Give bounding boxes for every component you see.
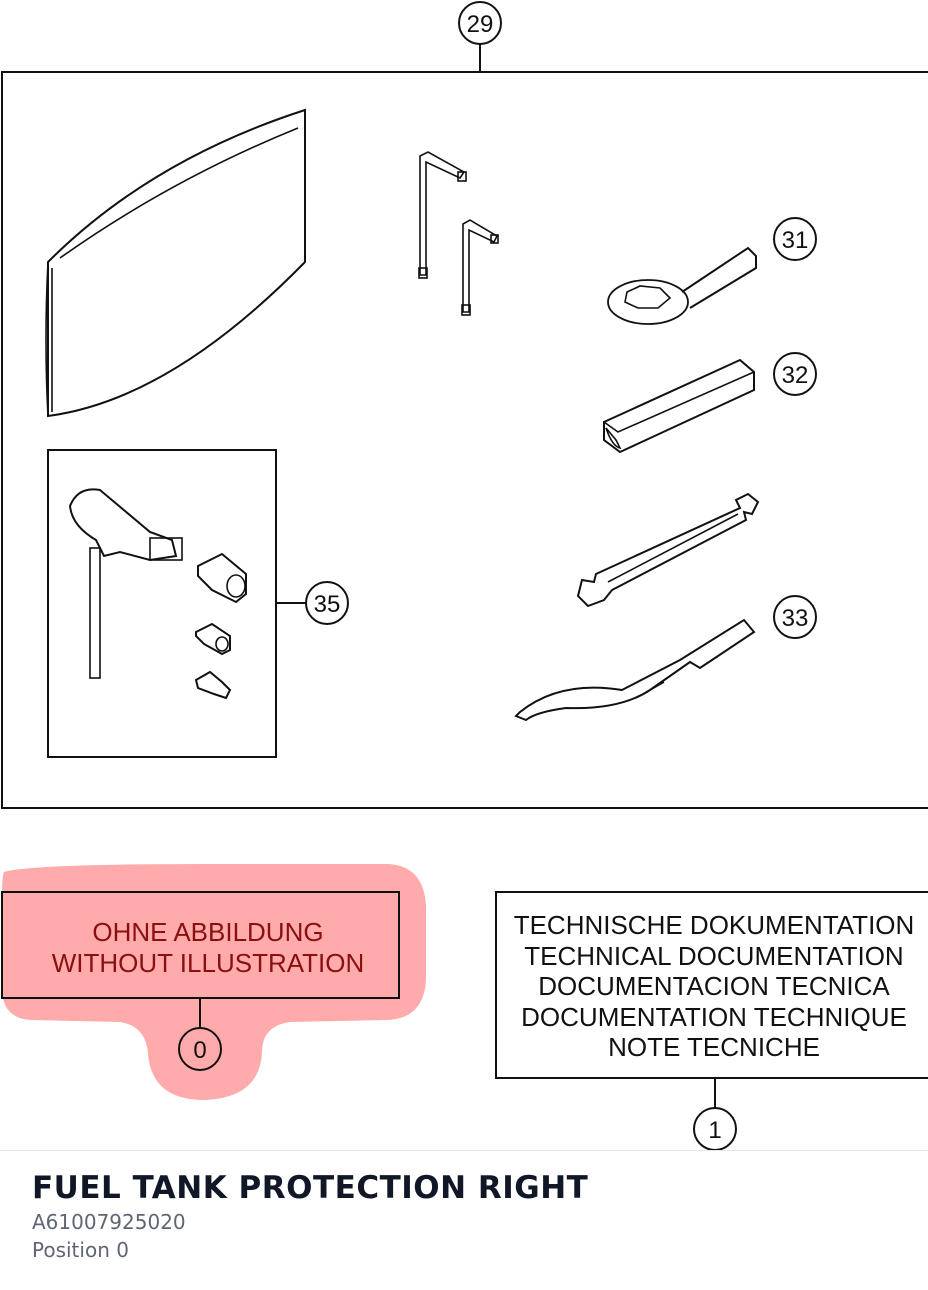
part-number: A61007925020 xyxy=(32,1210,186,1234)
callout-35[interactable]: 35 xyxy=(305,581,349,625)
svg-text:0: 0 xyxy=(193,1037,206,1064)
tool-bag-illustration xyxy=(45,108,306,418)
svg-text:29: 29 xyxy=(467,11,494,38)
parts-diagram: 29 31 32 xyxy=(1,1,928,1150)
t-handle-driver-illustration xyxy=(68,488,183,679)
part-position: Position 0 xyxy=(32,1238,129,1262)
ring-spanner-illustration xyxy=(607,246,757,325)
part-title: FUEL TANK PROTECTION RIGHT xyxy=(32,1170,589,1206)
documentation-line-5: NOTE TECNICHE xyxy=(608,1032,820,1062)
callout-29[interactable]: 29 xyxy=(458,1,502,45)
highlight-blob xyxy=(2,864,426,1100)
bit-sockets-illustration xyxy=(194,552,247,700)
divider xyxy=(0,1150,928,1151)
svg-text:33: 33 xyxy=(782,605,809,632)
documentation-line-2: TECHNICAL DOCUMENTATION xyxy=(524,941,903,971)
tool-kit-frame xyxy=(1,71,928,809)
bar-tool-illustration xyxy=(603,358,755,454)
svg-text:35: 35 xyxy=(314,591,341,618)
without-illustration-group[interactable]: OHNE ABBILDUNG WITHOUT ILLUSTRATION 0 xyxy=(1,864,426,1100)
svg-text:1: 1 xyxy=(708,1117,721,1144)
documentation-line-3: DOCUMENTACION TECNICA xyxy=(538,971,890,1001)
allen-keys-illustration xyxy=(418,151,499,316)
callout-0[interactable]: 0 xyxy=(178,1027,222,1071)
callout-31[interactable]: 31 xyxy=(773,217,817,261)
documentation-line-4: DOCUMENTATION TECHNIQUE xyxy=(521,1002,907,1032)
t-handle-kit-frame xyxy=(47,449,277,758)
callout-33[interactable]: 33 xyxy=(773,595,817,639)
callout-1[interactable]: 1 xyxy=(693,1107,737,1150)
hook-spanner-illustration xyxy=(514,618,756,722)
part-info: FUEL TANK PROTECTION RIGHT A61007925020 … xyxy=(32,1168,588,1264)
open-end-wrench-illustration xyxy=(576,492,760,608)
without-illustration-line-1: OHNE ABBILDUNG xyxy=(92,917,323,947)
svg-text:32: 32 xyxy=(782,362,809,389)
svg-text:31: 31 xyxy=(782,227,809,254)
documentation-line-1: TECHNISCHE DOKUMENTATION xyxy=(514,910,915,940)
without-illustration-line-2: WITHOUT ILLUSTRATION xyxy=(52,948,365,978)
callout-32[interactable]: 32 xyxy=(773,352,817,396)
